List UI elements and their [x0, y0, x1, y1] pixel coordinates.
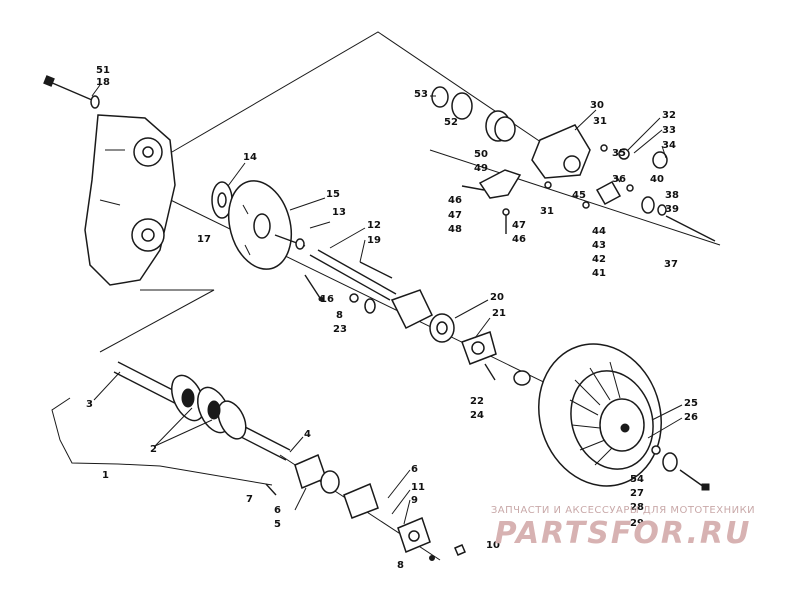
callout-51: 51	[96, 65, 110, 76]
callout-46a: 46	[448, 195, 462, 206]
callout-13: 13	[332, 207, 346, 218]
callout-9: 9	[411, 495, 418, 506]
callout-3: 3	[86, 399, 93, 410]
callout-14: 14	[243, 152, 257, 163]
shaft-12	[309, 249, 397, 301]
callout-53: 53	[414, 89, 428, 100]
bolt-51	[43, 75, 100, 109]
callout-8b: 8	[397, 560, 404, 571]
callout-26: 26	[684, 412, 698, 423]
callout-7: 7	[246, 494, 253, 505]
callout-33: 33	[662, 125, 676, 136]
leader-lines	[91, 84, 683, 525]
pulley-fasteners	[651, 445, 710, 491]
callout-19: 19	[367, 235, 381, 246]
callout-5: 5	[274, 519, 281, 530]
callout-17: 17	[197, 234, 211, 245]
callout-11: 11	[411, 482, 425, 493]
callout-34: 34	[662, 140, 676, 151]
watermark-subtitle: ЗАПЧАСТИ И АКСЕССУАРЫ ДЛЯ МОТОТЕХНИКИ	[490, 505, 756, 516]
lower-bearing-flanges	[294, 453, 431, 554]
callout-16: 16	[320, 294, 334, 305]
callout-50: 50	[474, 149, 488, 160]
watermark-brand: PARTSFOR.RU	[494, 516, 752, 551]
washer-8	[349, 293, 376, 314]
callout-31b: 31	[540, 206, 554, 217]
callout-52: 52	[444, 117, 458, 128]
callout-45: 45	[572, 190, 586, 201]
callout-28: 28	[630, 502, 644, 513]
spline-shaft-13	[274, 234, 306, 250]
callout-12: 12	[367, 220, 381, 231]
sprocket-flange-14	[211, 181, 233, 219]
callout-47a: 47	[448, 210, 462, 221]
callout-6a: 6	[274, 505, 281, 516]
upper-bearing-stack	[431, 86, 516, 142]
callout-20: 20	[490, 292, 504, 303]
bolt-22	[484, 363, 531, 386]
callout-30: 30	[590, 100, 604, 111]
callout-25: 25	[684, 398, 698, 409]
callout-22: 22	[470, 396, 484, 407]
callout-6b: 6	[411, 464, 418, 475]
callout-8a: 8	[336, 310, 343, 321]
tensioner-fasteners	[544, 144, 716, 242]
callout-23: 23	[333, 324, 347, 335]
callout-37: 37	[664, 259, 678, 270]
bracket-48	[461, 169, 522, 234]
callout-18: 18	[96, 77, 110, 88]
callout-44: 44	[592, 226, 606, 237]
callout-4: 4	[304, 429, 311, 440]
bearing-flange	[390, 289, 497, 365]
callout-42: 42	[592, 254, 606, 265]
callout-38: 38	[665, 190, 679, 201]
callout-29: 29	[630, 518, 644, 529]
callout-31a: 31	[593, 116, 607, 127]
callout-54: 54	[630, 474, 644, 485]
callout-47b: 47	[512, 220, 526, 231]
drive-axle	[113, 361, 291, 461]
callout-40: 40	[650, 174, 664, 185]
callout-32: 32	[662, 110, 676, 121]
callout-49: 49	[474, 163, 488, 174]
callout-39: 39	[665, 204, 679, 215]
callout-2: 2	[150, 444, 157, 455]
callout-48: 48	[448, 224, 462, 235]
callout-43: 43	[592, 240, 606, 251]
callout-1: 1	[102, 470, 109, 481]
callout-21: 21	[492, 308, 506, 319]
callout-35: 35	[612, 148, 626, 159]
callout-labels: 51 18 14 15 13 17 12 19 16 8 23 20 21 22…	[86, 65, 698, 571]
brake-disc	[228, 180, 292, 270]
callout-10: 10	[486, 540, 500, 551]
chaincase-housing	[84, 114, 176, 286]
callout-41: 41	[592, 268, 606, 279]
bolt-16	[304, 274, 324, 302]
driven-pulley	[538, 343, 662, 487]
callout-36: 36	[612, 174, 626, 185]
lower-fasteners	[265, 483, 466, 561]
watermark: ЗАПЧАСТИ И АКСЕССУАРЫ ДЛЯ МОТОТЕХНИКИ PA…	[468, 505, 778, 550]
callout-27: 27	[630, 488, 644, 499]
callout-46b: 46	[512, 234, 526, 245]
tensioner-housing-30	[531, 124, 591, 179]
callout-15: 15	[326, 189, 340, 200]
callout-24: 24	[470, 410, 484, 421]
